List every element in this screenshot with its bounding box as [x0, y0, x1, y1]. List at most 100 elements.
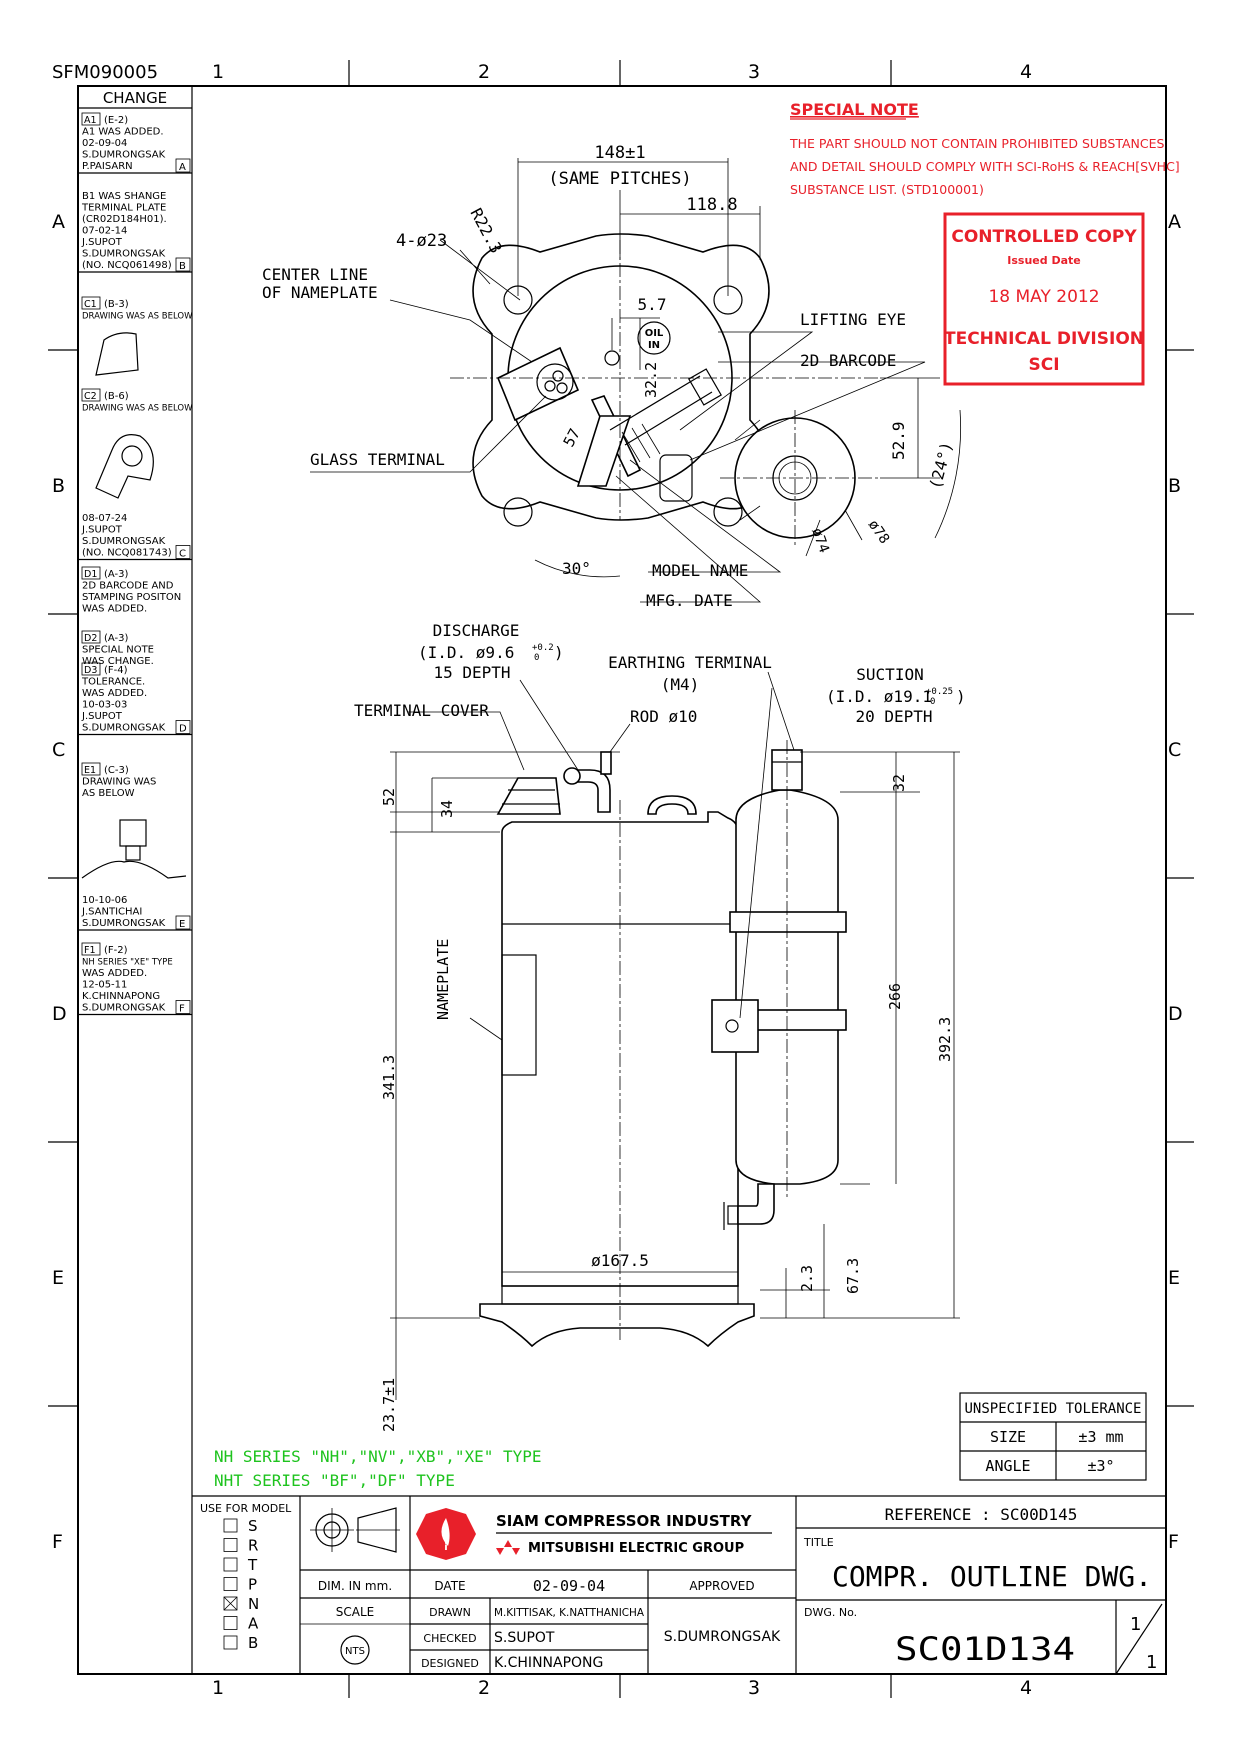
- change-line: 07-02-14: [82, 226, 127, 237]
- date-label: DATE: [434, 1579, 465, 1593]
- change-line: (A-3): [104, 569, 128, 580]
- tolerance-angle-value: ±3°: [1087, 1457, 1114, 1475]
- col-label-1-top: 1: [212, 61, 224, 83]
- radius-dim: R22.3: [466, 205, 505, 256]
- company-name: SIAM COMPRESSOR INDUSTRY: [496, 1512, 753, 1530]
- title-label: TITLE: [803, 1536, 834, 1549]
- mount-hole-bl: [503, 497, 533, 527]
- drawing-number: SC01D134: [895, 1630, 1075, 1668]
- lifting-eye: [604, 350, 620, 366]
- change-log: A1(E-2)A1 WAS ADDED.02-09-04S.DUMRONGSAK…: [78, 112, 193, 1016]
- offset-dim: 5.7: [638, 295, 667, 314]
- barcode-area: [659, 454, 693, 502]
- approved-value: S.DUMRONGSAK: [664, 1629, 781, 1645]
- change-tag: C2: [84, 391, 97, 402]
- change-line: NH SERIES "XE" TYPE: [82, 958, 173, 968]
- terminal-cover-top: [496, 346, 580, 422]
- row-label-e-left: E: [52, 1267, 64, 1289]
- change-line: P.PAISARN: [82, 161, 133, 172]
- series-nht: NHT SERIES "BF","DF" TYPE: [214, 1471, 455, 1490]
- change-line: (B-3): [104, 299, 129, 310]
- change-line: J.SUPOT: [81, 525, 123, 536]
- mfg-date-label: MFG. DATE: [646, 591, 733, 610]
- rod-label: ROD ø10: [630, 707, 697, 726]
- form-code: SFM090005: [52, 62, 158, 83]
- change-line: (F-4): [104, 665, 128, 676]
- change-rev: B: [179, 261, 186, 272]
- rod-side: [600, 751, 612, 775]
- sheet-total: 1: [1146, 1652, 1157, 1673]
- tolerance-size-value: ±3 mm: [1078, 1428, 1123, 1446]
- change-line: AS BELOW: [82, 788, 135, 799]
- row-label-b-right: B: [1168, 475, 1181, 497]
- dim-266: 266: [886, 983, 904, 1010]
- change-line: WAS CHANGE.: [82, 656, 154, 667]
- change-line: 10-03-03: [82, 700, 127, 711]
- row-label-f-right: F: [1168, 1531, 1179, 1553]
- change-sketch-e1: [81, 860, 187, 879]
- discharge-pipe-top: [576, 415, 632, 487]
- special-note-line-2: AND DETAIL SHOULD COMPLY WITH SCI-RoHS &…: [790, 159, 1180, 174]
- change-line: J.SUPOT: [81, 711, 123, 722]
- discharge-paren: ): [554, 643, 564, 662]
- drawn-value: M.KITTISAK, K.NATTHANICHA: [494, 1606, 644, 1619]
- checked-label: CHECKED: [423, 1632, 476, 1645]
- change-line: DRAWING WAS AS BELOW: [82, 404, 193, 414]
- dim-32: 32: [890, 774, 908, 792]
- glass-terminal-label: GLASS TERMINAL: [310, 450, 445, 469]
- pitch-dim: 148±1: [594, 143, 645, 163]
- col-label-1-bottom: 1: [212, 1677, 224, 1699]
- change-line: 08-07-24: [82, 513, 127, 524]
- model-checkbox: [223, 1538, 238, 1552]
- change-line: (NO. NCQ061498): [82, 260, 172, 271]
- change-line: S.DUMRONGSAK: [82, 150, 166, 161]
- suction-depth: 20 DEPTH: [855, 707, 932, 726]
- stamp-line-3: 18 MAY 2012: [988, 287, 1099, 307]
- top-view: OIL IN 148±1: [262, 143, 961, 610]
- change-line: DRAWING WAS AS BELOW: [82, 312, 193, 322]
- terminal-cover-side: [496, 777, 561, 815]
- suction-tol-upper: +0.25: [926, 687, 953, 697]
- change-tag: D3: [84, 665, 97, 676]
- special-note-title: SPECIAL NOTE: [790, 100, 919, 119]
- scale-circle: [340, 1635, 370, 1665]
- change-line: (B-6): [104, 391, 129, 402]
- change-line: A1 WAS ADDED.: [82, 127, 164, 138]
- dim-32-2: 32.2: [642, 362, 660, 398]
- dim-167-5: ø167.5: [591, 1251, 649, 1270]
- lifting-eye-label: LIFTING EYE: [800, 310, 906, 329]
- change-line: 12-05-11: [82, 980, 127, 991]
- scale-label: SCALE: [336, 1605, 374, 1619]
- change-title: CHANGE: [103, 89, 167, 107]
- suction-paren: ): [956, 687, 966, 706]
- dim-67-3: 67.3: [844, 1258, 862, 1294]
- change-line: J.SANTICHAI: [81, 907, 142, 918]
- model-checkbox: [223, 1616, 238, 1630]
- change-tag: A1: [84, 115, 97, 126]
- glass-terminal-symbol: [536, 363, 574, 401]
- model-checkbox: [223, 1635, 238, 1650]
- model-checkbox: [223, 1577, 238, 1591]
- model-code: R: [248, 1537, 258, 1555]
- earthing-size: (M4): [661, 675, 700, 694]
- col-label-2-bottom: 2: [478, 1677, 490, 1699]
- tolerance-title: UNSPECIFIED TOLERANCE: [964, 1401, 1141, 1417]
- discharge-depth: 15 DEPTH: [433, 663, 510, 682]
- drawn-label: DRAWN: [429, 1606, 471, 1619]
- drawing-title: COMPR. OUTLINE DWG.: [832, 1560, 1152, 1593]
- change-line: J.SUPOT: [81, 237, 123, 248]
- row-label-c-left: C: [52, 739, 65, 761]
- dim-34: 34: [438, 800, 456, 818]
- side-view: DISCHARGE (I.D. ø9.6 +0.2 0 ) 15 DEPTH E…: [354, 621, 966, 1432]
- mount-hole-br: [713, 497, 743, 527]
- change-rev: E: [179, 919, 185, 930]
- group-name: MITSUBISHI ELECTRIC GROUP: [528, 1541, 744, 1556]
- change-tag: D1: [84, 569, 97, 580]
- change-line: STAMPING POSITON: [82, 592, 181, 603]
- discharge-label: DISCHARGE: [433, 621, 520, 640]
- dim-unit: DIM. IN mm.: [318, 1579, 392, 1593]
- change-line: SPECIAL NOTE: [82, 645, 154, 656]
- change-tag: D2: [84, 633, 97, 644]
- model-checkbox: [223, 1596, 238, 1611]
